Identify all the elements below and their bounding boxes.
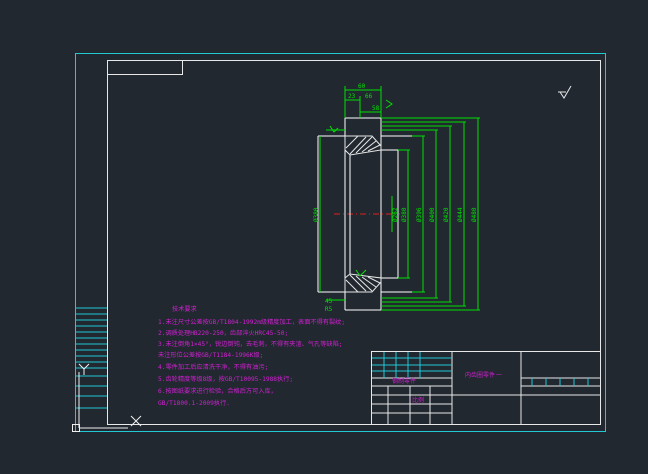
note-line-7: 6.按图纸要求进行检验，合格后方可入库， <box>158 387 277 395</box>
dim-dia-2: Ø262 <box>392 207 399 222</box>
dim-dia-4: Ø396 <box>416 207 423 222</box>
material-label: 钢制零件 <box>392 377 416 385</box>
note-line-6: 5.齿轮精度等级8级，按GB/T10095-1988执行; <box>158 375 293 383</box>
dim-dia-5: Ø400 <box>429 207 436 222</box>
note-line-4: 未注形位公差按GB/T1184-1996K级; <box>158 351 263 359</box>
title-block-cyan-grid <box>372 352 589 386</box>
dimension-lines <box>319 86 480 311</box>
dim-small-right: 58 <box>372 105 380 112</box>
surface-roughness-icon <box>558 85 572 99</box>
note-line-5: 4.零件加工后应清洗干净，不得有油污; <box>158 363 268 371</box>
frame-corner-box <box>107 60 183 75</box>
sheet-number: 一 <box>496 372 502 379</box>
note-line-1: 1.未注尺寸公差按GB/T1804-1992m级精度加工，表面不得有裂纹; <box>158 318 345 326</box>
dim-dia-3: Ø380 <box>401 207 408 222</box>
notes-title: 技术要求 <box>172 305 197 313</box>
part-outline <box>317 117 412 311</box>
dim-left-upper: 45 <box>325 298 333 305</box>
section-hatch-top <box>344 135 382 156</box>
technical-notes: 技术要求 1.未注尺寸公差按GB/T1804-1992m级精度加工，表面不得有裂… <box>158 305 345 407</box>
note-line-3: 3.未注倒角1×45°，锐边倒钝，去毛刺，不得有夹渣、气孔等缺陷; <box>158 340 343 348</box>
ucs-axis-icon <box>72 363 142 432</box>
note-line-8: GB/T1800.1-2009执行. <box>158 399 230 407</box>
section-hatch-bottom <box>344 273 382 293</box>
dim-dia-6: Ø420 <box>443 207 450 222</box>
title-block <box>371 351 601 425</box>
dimension-texts: 60 23 66 58 45 R5 <box>325 83 380 313</box>
scale-label: 比例 <box>412 396 424 404</box>
dim-top-overall: 60 <box>358 83 366 90</box>
title-block-texts: 内齿圈零件 一 钢制零件 比例 <box>392 371 502 404</box>
dim-top-right: 66 <box>365 93 373 100</box>
drawing-name: 内齿圈零件 <box>465 371 495 379</box>
note-line-2: 2.调质处理HB220-250，齿部淬火HRC45-50; <box>158 329 288 337</box>
binding-margin-grid <box>76 307 107 409</box>
drawing-frame <box>107 60 601 425</box>
diameter-texts: Ø380 Ø262 Ø380 Ø396 Ø400 Ø420 Ø444 Ø480 <box>313 207 478 222</box>
dim-left-lower: R5 <box>325 306 333 313</box>
dim-top-left: 23 <box>348 93 356 100</box>
sheet-border <box>75 53 606 432</box>
dim-dia-1: Ø380 <box>313 207 320 222</box>
dim-dia-7: Ø444 <box>457 207 464 222</box>
dim-dia-8: Ø480 <box>471 207 478 222</box>
